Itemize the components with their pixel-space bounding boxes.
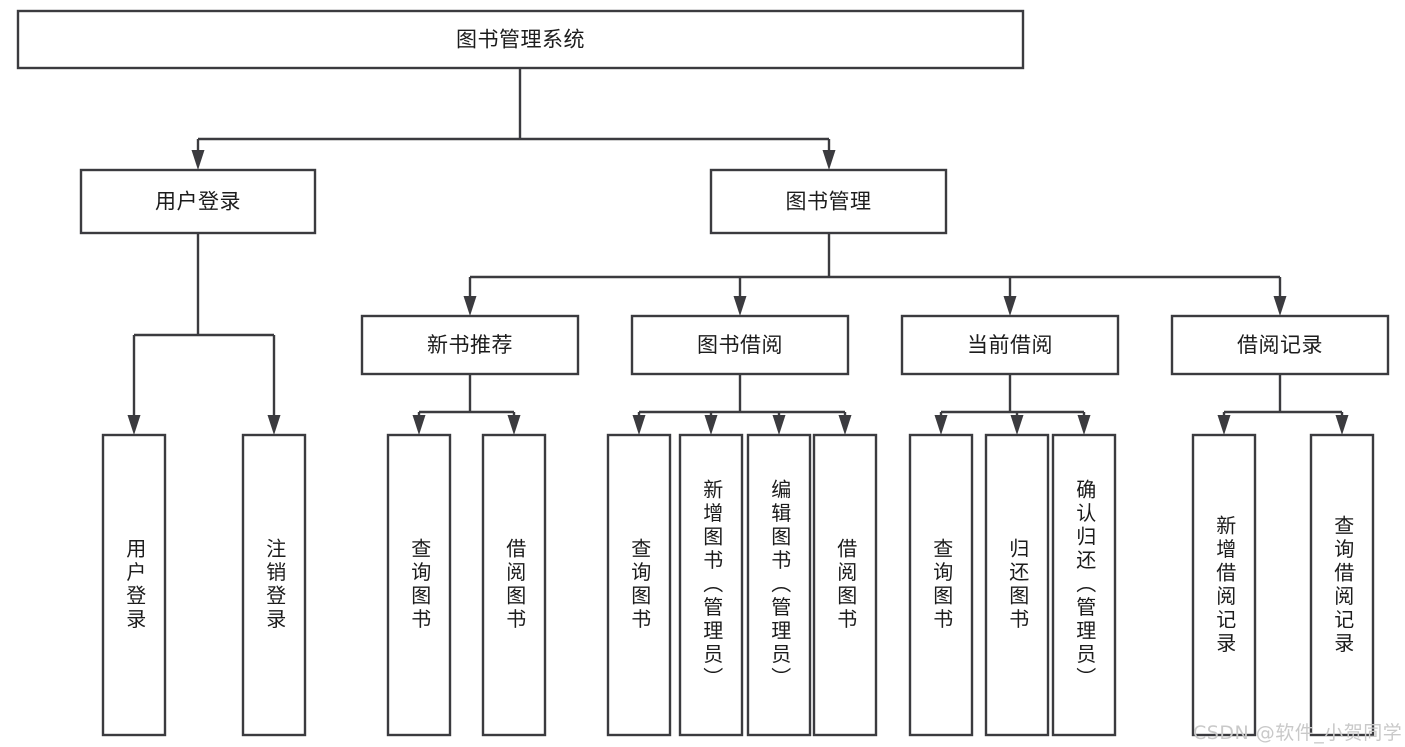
arrow-head-icon [412, 415, 426, 435]
node-box-layer [16, 9, 1390, 737]
arrow-head-icon [1217, 415, 1231, 435]
arrow-head-icon [1335, 415, 1349, 435]
node-box-leaf-user-logout[interactable] [241, 433, 307, 737]
arrow-head-icon [772, 415, 786, 435]
arrow-head-icon [267, 415, 281, 435]
node-box-leaf-user-login[interactable] [101, 433, 167, 737]
node-box-leaf-query-book-1[interactable] [386, 433, 452, 737]
node-label-borrow-record: 借阅记录 [1237, 333, 1323, 357]
node-label-current-borrow: 当前借阅 [967, 333, 1053, 357]
arrow-head-icon [632, 415, 646, 435]
node-box-leaf-confirm-return-admin[interactable] [1051, 433, 1117, 737]
arrow-head-icon [838, 415, 852, 435]
arrow-head-icon [1273, 296, 1287, 316]
arrow-head-icon [704, 415, 718, 435]
arrow-head-icon [934, 415, 948, 435]
node-box-borrow-record[interactable] [1170, 314, 1390, 376]
arrow-head-icon [127, 415, 141, 435]
node-box-leaf-add-borrow-record[interactable] [1191, 433, 1257, 737]
node-box-book-borrow[interactable] [630, 314, 850, 376]
node-box-leaf-borrow-book-1[interactable] [481, 433, 547, 737]
arrow-head-icon [191, 150, 205, 170]
node-box-leaf-return-book[interactable] [984, 433, 1050, 737]
connector-layer [127, 68, 1349, 435]
node-box-leaf-query-book-3[interactable] [908, 433, 974, 737]
node-box-leaf-edit-book-admin[interactable] [746, 433, 812, 737]
node-label-book-borrow: 图书借阅 [697, 333, 783, 357]
watermark-text: CSDN @软件_小贺同学 [1193, 722, 1403, 744]
node-box-leaf-query-borrow-record[interactable] [1309, 433, 1375, 737]
arrow-head-icon [463, 296, 477, 316]
node-label-book-manage: 图书管理 [786, 190, 872, 214]
node-box-new-book-recommend[interactable] [360, 314, 580, 376]
node-label-root: 图书管理系统 [456, 28, 585, 52]
arrow-head-icon [822, 150, 836, 170]
arrow-head-icon [1077, 415, 1091, 435]
node-label-user-login: 用户登录 [155, 190, 241, 214]
arrow-head-icon [1010, 415, 1024, 435]
node-box-leaf-query-book-2[interactable] [606, 433, 672, 737]
node-box-current-borrow[interactable] [900, 314, 1120, 376]
node-label-new-book-recommend: 新书推荐 [427, 333, 513, 357]
arrow-head-icon [733, 296, 747, 316]
arrow-head-icon [1003, 296, 1017, 316]
node-box-user-login[interactable] [79, 168, 317, 235]
node-box-leaf-borrow-book-2[interactable] [812, 433, 878, 737]
node-box-leaf-add-book-admin[interactable] [678, 433, 744, 737]
arrow-head-icon [507, 415, 521, 435]
node-box-root[interactable] [16, 9, 1025, 70]
node-box-book-manage[interactable] [709, 168, 948, 235]
